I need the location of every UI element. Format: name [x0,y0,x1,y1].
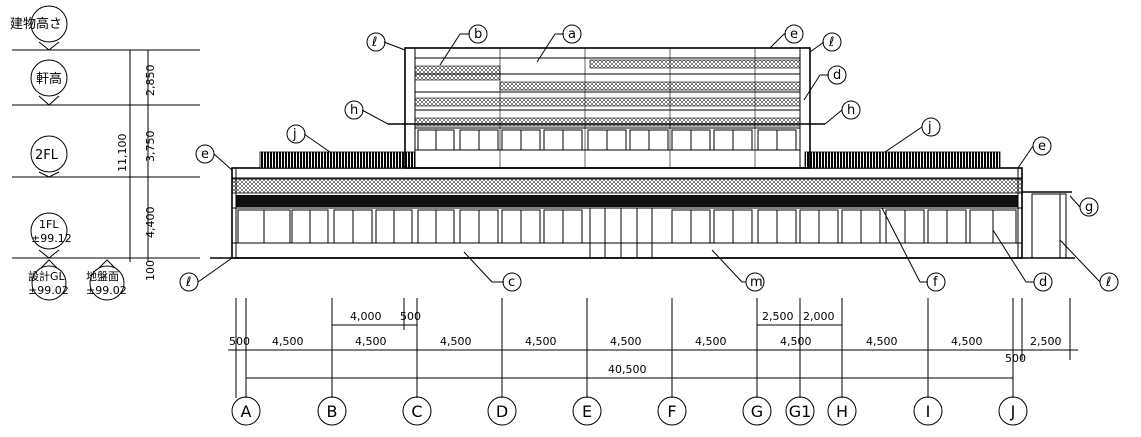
callout-h-right: h [824,100,861,125]
design-gl-label: 設計GL [28,269,66,283]
callout-d-lower: d [992,229,1053,292]
axis-B: B [317,396,347,426]
callout-e-left: e [195,144,233,171]
axis-H: H [827,396,857,426]
svg-text:f: f [933,275,938,290]
callout-j-right: j [884,117,941,153]
svg-text:h: h [350,103,358,118]
svg-text:G: G [751,402,763,421]
dim-500-right: 500 [1005,352,1026,365]
height-dim-4: 100 [144,260,157,281]
callout-b: b [439,24,488,66]
svg-text:d: d [833,68,841,83]
svg-text:C: C [411,402,422,421]
height-dim-3: 4,400 [144,207,157,239]
axis-J: J [998,396,1028,426]
ground-level-label: 地盤面 [86,270,119,283]
svg-text:ℓ: ℓ [371,35,377,50]
grid-axes: A B C D E F G G1 H I J [231,396,1028,426]
first-floor-value: ±99.12 [31,232,72,245]
axis-G1: G1 [785,396,815,426]
dim-4500-4: 4,500 [525,335,557,348]
svg-text:a: a [568,27,576,42]
svg-text:g: g [1085,200,1093,215]
svg-text:e: e [1038,139,1046,154]
dim-2000-mid: 2,000 [803,310,835,323]
svg-text:b: b [474,27,482,42]
eave-height-label: 軒高 [36,71,62,87]
svg-text:ℓ: ℓ [1105,275,1111,290]
svg-text:j: j [292,127,297,142]
callout-l-top-left: ℓ [366,32,406,52]
height-dim-total: 11,100 [116,134,129,173]
ground-level-value: ±99.02 [86,284,127,297]
design-gl-value: ±99.02 [28,284,69,297]
svg-text:H: H [836,402,848,421]
svg-text:I: I [926,402,931,421]
dim-4500-1: 4,500 [272,335,304,348]
svg-text:h: h [847,103,855,118]
dim-4500-2: 4,500 [355,335,387,348]
lower-windows [237,207,1017,259]
svg-text:j: j [927,120,932,135]
dim-4500-7: 4,500 [780,335,812,348]
dim-total: 40,500 [608,363,647,376]
callout-e-right: e [1017,136,1052,169]
callout-a: a [536,24,582,63]
callout-g: g [1069,195,1099,217]
callout-h-left: h [344,100,389,125]
dim-4500-3: 4,500 [440,335,472,348]
svg-text:B: B [327,402,338,421]
svg-text:m: m [750,275,763,290]
axis-E: E [572,396,602,426]
level-section: 建物高さ 軒高 2FL 1FL ±99.12 設計GL ±99.02 地盤面 ±… [10,5,200,301]
dim-4500-9: 4,500 [951,335,983,348]
dim-500-left: 500 [229,335,250,348]
svg-text:A: A [241,402,252,421]
upper-windows [417,129,797,151]
svg-text:c: c [508,275,515,290]
dim-500-top: 500 [400,310,421,323]
height-dim-2: 3,750 [144,131,157,163]
height-dim-1: 2,850 [144,65,157,97]
axis-C: C [402,396,432,426]
svg-text:F: F [667,402,676,421]
callout-j-left: j [286,124,331,153]
second-floor-label: 2FL [35,148,59,163]
callout-f: f [881,207,946,292]
callout-e-top: e [769,24,804,49]
building-height-label: 建物高さ [10,16,62,32]
svg-text:ℓ: ℓ [828,35,834,50]
building-elevation [210,47,1075,259]
dim-2500-right: 2,500 [1030,335,1062,348]
axis-I: I [913,396,943,426]
svg-text:e: e [201,147,209,162]
dim-4500-6: 4,500 [695,335,727,348]
callouts: a b c d d e e [179,24,1119,292]
svg-text:G1: G1 [789,402,812,421]
axis-G: G [742,396,772,426]
callout-l-top-right: ℓ [809,32,842,53]
callout-l-bottom-right: ℓ [1059,239,1119,292]
dimension-lines: 4,000 500 2,500 2,000 500 4,500 4,500 4,… [228,298,1078,398]
svg-text:d: d [1039,275,1047,290]
axis-F: F [657,396,687,426]
callout-m: m [711,249,765,292]
dim-2500-mid: 2,500 [762,310,794,323]
svg-text:D: D [496,402,508,421]
dim-4500-8: 4,500 [866,335,898,348]
callout-c: c [463,251,522,292]
axis-D: D [487,396,517,426]
svg-text:e: e [790,27,798,42]
dim-4500-5: 4,500 [610,335,642,348]
svg-text:J: J [1010,402,1016,421]
svg-text:E: E [582,402,592,421]
dim-4000: 4,000 [350,310,382,323]
callout-l-bottom-left: ℓ [179,257,233,292]
svg-text:ℓ: ℓ [185,275,191,290]
axis-A: A [231,396,261,426]
callout-d-upper: d [803,65,847,101]
first-floor-label: 1FL [39,218,59,231]
